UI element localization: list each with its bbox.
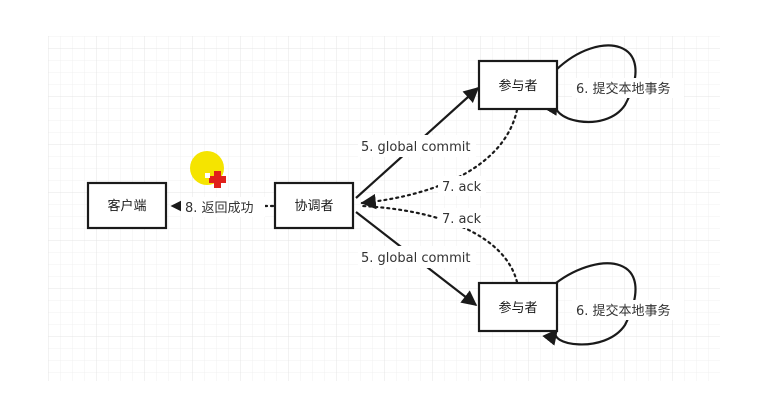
return-success-label: 8. 返回成功 bbox=[185, 201, 254, 216]
coordinator-node: 协调者 bbox=[273, 181, 355, 230]
ack-label-bottom: 7. ack bbox=[442, 212, 482, 227]
participant-top-label: 参与者 bbox=[498, 78, 537, 94]
participant-top-node: 参与者 bbox=[477, 59, 559, 111]
local-tx-label-top: 6. 提交本地事务 bbox=[576, 81, 671, 97]
commit-label-bottom: 5. global commit bbox=[361, 251, 470, 266]
client-node: 客户端 bbox=[86, 181, 168, 230]
coordinator-label: 协调者 bbox=[294, 199, 333, 214]
loop-edge-top bbox=[543, 44, 637, 124]
local-tx-label-bottom: 6. 提交本地事务 bbox=[576, 303, 671, 319]
ack-edge-top bbox=[360, 108, 519, 210]
ack-label-top: 7. ack bbox=[442, 180, 482, 195]
commit-label-top: 5. global commit bbox=[361, 140, 470, 155]
participant-bottom-label: 参与者 bbox=[498, 300, 537, 316]
client-label: 客户端 bbox=[107, 198, 146, 214]
participant-bottom-node: 参与者 bbox=[477, 281, 559, 333]
cursor-highlight-icon bbox=[190, 151, 226, 188]
